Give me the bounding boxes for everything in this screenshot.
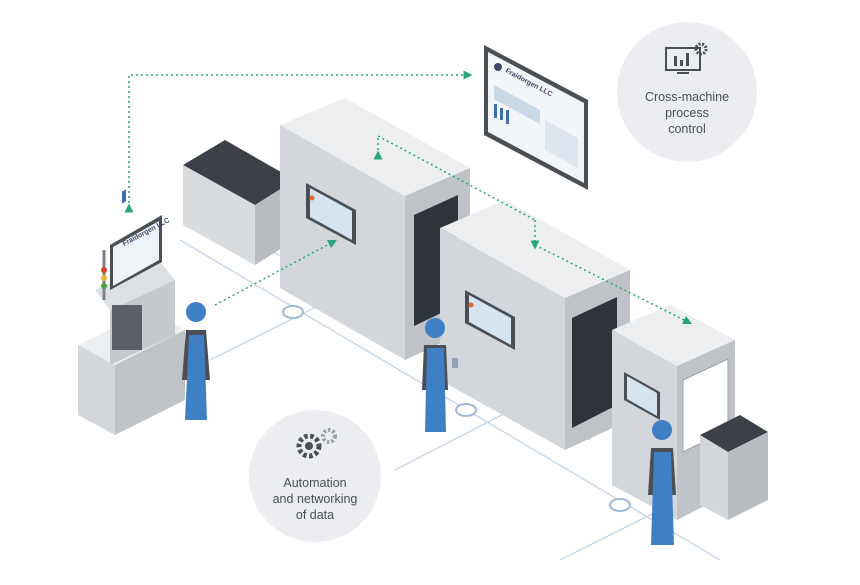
automation-callout: Automation and networking of data — [249, 410, 381, 542]
worker-1 — [182, 302, 210, 420]
worker-2 — [422, 318, 458, 432]
output-conveyor — [700, 415, 768, 520]
cross-machine-callout: Cross-machine process control — [617, 22, 757, 162]
workstation — [78, 189, 185, 435]
network-nodes — [282, 305, 631, 512]
monitor-gear-icon — [662, 40, 712, 81]
wall-monitor — [484, 45, 588, 190]
gears-icon — [287, 424, 343, 469]
cross-machine-label: Cross-machine process control — [644, 90, 730, 136]
data-flow-arrows — [124, 70, 693, 325]
input-conveyor — [183, 140, 295, 265]
automation-label: Automation and networking of data — [272, 476, 358, 522]
worker-3 — [648, 420, 676, 545]
